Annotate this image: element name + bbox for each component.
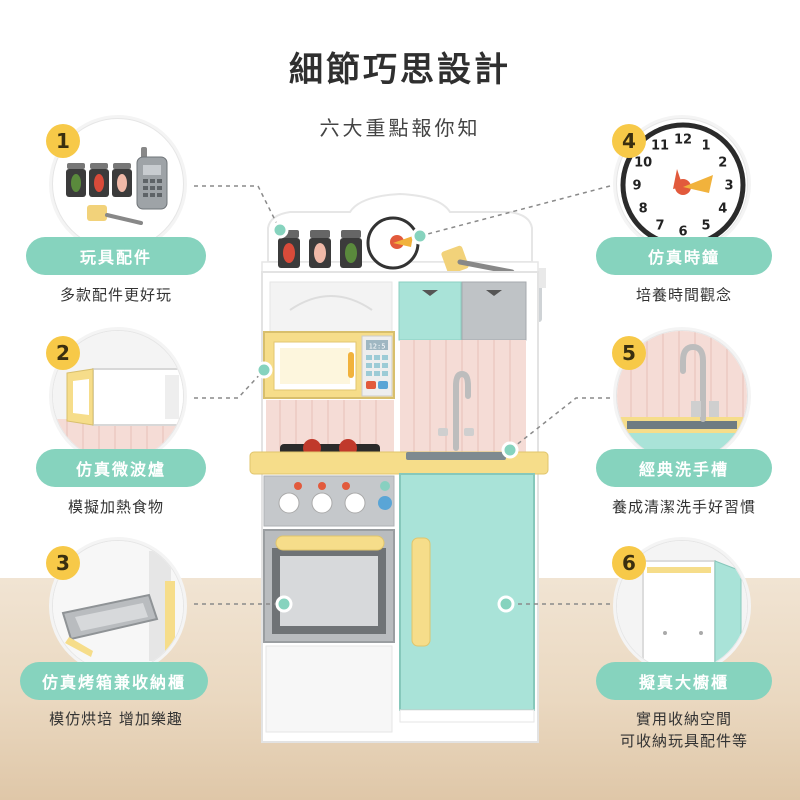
clock-number: 11 [651,139,669,154]
spice-jar-icon [112,163,132,197]
spice-jar-icon [89,163,109,197]
feature-4-desc: 培養時間觀念 [635,286,732,304]
feature-6-badge: 6 [612,546,646,580]
spatula-icon [87,205,143,225]
spice-jar-icon [309,230,331,268]
spice-jar-icon [66,163,86,197]
microwave-icon [66,368,94,426]
cabinet-icon [642,560,742,670]
spice-jar-icon [340,230,362,268]
feature-3-badge: 3 [46,546,80,580]
faucet-icon [438,370,474,451]
faucet-icon [680,343,719,422]
page-subtitle: 六大重點報你知 [319,116,481,140]
clock-number: 9 [632,179,641,194]
clock-icon [366,216,420,270]
clock-number: 6 [678,225,687,240]
clock-number: 3 [724,179,733,194]
feature-4-label: 仿真時鐘 [596,237,772,275]
feature-1-desc: 多款配件更好玩 [59,286,172,304]
clock-number: 12 [674,133,692,148]
spice-jar-icon [278,230,300,268]
feature-5-label: 經典洗手槽 [596,449,772,487]
feature-3-label: 仿真烤箱兼收納櫃 [20,662,208,700]
feature-6-label: 擬真大櫥櫃 [596,662,772,700]
clock-number: 1 [701,139,710,154]
spatula-icon [441,245,515,275]
phone-icon [136,147,168,210]
cabinet-icon [399,473,535,711]
clock-number: 2 [718,156,727,171]
feature-1-badge: 1 [46,124,80,158]
feature-4-badge: 4 [612,124,646,158]
feature-2-desc: 模擬加熱食物 [67,498,164,516]
feature-1-label: 玩具配件 [26,237,206,275]
oven-door-icon [263,529,395,643]
clock-number: 7 [655,218,664,233]
clock-number: 5 [701,218,710,233]
feature-5-desc: 養成清潔洗手好習慣 [611,498,756,516]
oven-door-icon [61,593,159,657]
clock-number: 10 [634,156,652,171]
clock-number: 8 [639,202,648,217]
feature-2-label: 仿真微波爐 [36,449,206,487]
feature-2-badge: 2 [46,336,80,370]
feature-3-desc: 模仿烘培 增加樂趣 [49,710,183,728]
page-title: 細節巧思設計 [289,50,511,90]
feature-6-desc: 實用收納空間 可收納玩具配件等 [619,710,748,750]
clock-number: 4 [718,202,727,217]
microwave-display: 12:5 [369,343,386,351]
microwave-icon: 12:5 [263,331,395,399]
feature-5-badge: 5 [612,336,646,370]
feature-1-image [52,118,184,250]
